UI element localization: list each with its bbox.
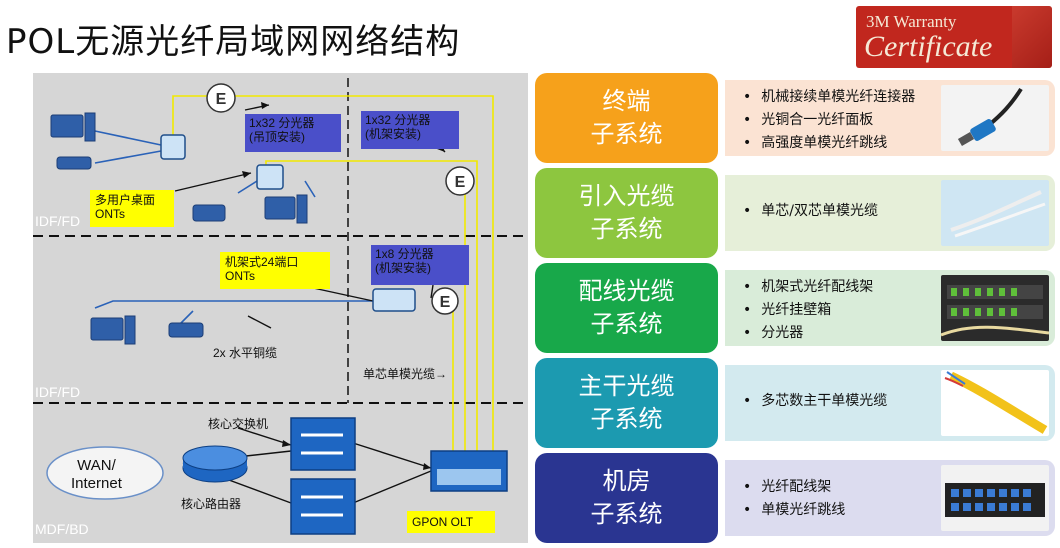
page-title: POL无源光纤局域网网络结构 (6, 22, 461, 62)
subsystem-title-line1: 配线光缆 (578, 277, 675, 305)
list-item: 光纤挂壁箱 (743, 299, 873, 322)
patch-panel-photo (941, 465, 1049, 531)
cable-photo (941, 180, 1049, 246)
item-list: 单芯/双芯单模光缆 (743, 200, 878, 223)
zone-label-mdf: MDF/BD (35, 521, 89, 537)
desk-onts-label: 多用户桌面 ONTs (90, 190, 174, 227)
subsystem-title-line2: 子系统 (590, 120, 663, 148)
wan-line2: Internet (71, 475, 122, 492)
network-diagram: E E E (33, 73, 528, 543)
subsystem-row-backbone: 主干光缆 子系统 多芯数主干单模光缆 (535, 358, 1055, 448)
subsystem-panel-equipment-room: 光纤配线架 单模光纤跳线 (725, 460, 1055, 536)
rack-onts-line1: 机架式24端口 (225, 255, 299, 269)
list-item: 机械接续单模光纤连接器 (743, 86, 915, 109)
subsystem-title-line1: 终端 (602, 87, 651, 115)
splitter-ceiling-label: 1x32 分光器 (吊顶安装) (245, 114, 341, 152)
splitter-rack-top-line2: (机架安装) (365, 127, 421, 141)
subsystem-title-equipment-room: 机房 子系统 (535, 453, 718, 543)
list-item: 机架式光纤配线架 (743, 276, 873, 299)
item-list: 机械接续单模光纤连接器 光铜合一光纤面板 高强度单模光纤跳线 (743, 86, 915, 155)
splitter-rack-top-label: 1x32 分光器 (机架安装) (361, 111, 459, 149)
single-fiber-label: 单芯单模光缆→ (363, 367, 448, 381)
subsystem-title-line2: 子系统 (590, 310, 663, 338)
core-router-label: 核心路由器 (181, 497, 242, 511)
subsystem-row-dropcable: 引入光缆 子系统 单芯/双芯单模光缆 (535, 168, 1055, 258)
list-item: 分光器 (743, 322, 873, 345)
subsystem-title-terminal: 终端 子系统 (535, 73, 718, 163)
subsystem-title-line2: 子系统 (590, 405, 663, 433)
connector-photo (941, 85, 1049, 151)
certificate-ribbon (1012, 6, 1052, 68)
copper-cable-label: 2x 水平铜缆 (213, 346, 278, 360)
subsystem-title-distribution: 配线光缆 子系统 (535, 263, 718, 353)
rack-onts-line2: ONTs (225, 269, 255, 283)
trunk-cable-photo (941, 370, 1049, 436)
item-list: 多芯数主干单模光缆 (743, 390, 887, 413)
rack-onts-label: 机架式24端口 ONTs (220, 252, 330, 289)
desk-onts-line1: 多用户桌面 (95, 193, 156, 207)
splitter-ceiling-line2: (吊顶安装) (249, 130, 305, 144)
cert-line-2: Certificate (864, 30, 993, 63)
rack-photo (941, 275, 1049, 341)
splitter-rack-mid-line1: 1x8 分光器 (375, 247, 434, 261)
wan-line1: WAN/ (77, 457, 116, 474)
subsystem-title-line1: 引入光缆 (578, 182, 675, 210)
svg-text:E: E (440, 294, 451, 311)
list-item: 光铜合一光纤面板 (743, 109, 915, 132)
svg-text:E: E (455, 174, 466, 191)
subsystem-panel-dropcable: 单芯/双芯单模光缆 (725, 175, 1055, 251)
list-item: 单芯/双芯单模光缆 (743, 200, 878, 223)
subsystem-title-line1: 主干光缆 (578, 372, 675, 400)
splitter-rack-mid-label: 1x8 分光器 (机架安装) (371, 245, 469, 285)
svg-text:E: E (216, 91, 227, 108)
list-item: 光纤配线架 (743, 476, 845, 499)
subsystem-title-line2: 子系统 (590, 215, 663, 243)
item-list: 机架式光纤配线架 光纤挂壁箱 分光器 (743, 276, 873, 345)
subsystem-row-terminal: 终端 子系统 机械接续单模光纤连接器 光铜合一光纤面板 高强度单模光纤跳线 (535, 73, 1055, 163)
diagram-lines: E E E (33, 78, 528, 535)
desk-onts-line2: ONTs (95, 207, 125, 221)
subsystem-row-equipment-room: 机房 子系统 光纤配线架 单模光纤跳线 (535, 453, 1055, 543)
subsystem-title-backbone: 主干光缆 子系统 (535, 358, 718, 448)
subsystem-panel-distribution: 机架式光纤配线架 光纤挂壁箱 分光器 (725, 270, 1055, 346)
zone-label-idf-2: IDF/FD (35, 384, 81, 400)
core-switch-label: 核心交换机 (208, 417, 269, 431)
list-item: 高强度单模光纤跳线 (743, 132, 915, 155)
item-list: 光纤配线架 单模光纤跳线 (743, 476, 845, 522)
subsystem-title-line1: 机房 (602, 467, 651, 495)
subsystem-panel-backbone: 多芯数主干单模光缆 (725, 365, 1055, 441)
gpon-olt-label: GPON OLT (407, 511, 495, 533)
cert-line-1: 3M Warranty (866, 12, 957, 31)
warranty-certificate-logo: 3M Warranty Certificate (856, 6, 1052, 68)
subsystem-title-line2: 子系统 (590, 500, 663, 528)
list-item: 单模光纤跳线 (743, 499, 845, 522)
splitter-rack-mid-line2: (机架安装) (375, 261, 431, 275)
splitter-rack-top-line1: 1x32 分光器 (365, 113, 431, 127)
subsystem-row-distribution: 配线光缆 子系统 机架式光纤配线架 光纤挂壁箱 分光器 (535, 263, 1055, 353)
list-item: 多芯数主干单模光缆 (743, 390, 887, 413)
splitter-ceiling-line1: 1x32 分光器 (249, 116, 315, 130)
wan-internet-label: WAN/ Internet (71, 457, 122, 493)
zone-label-idf-1: IDF/FD (35, 213, 81, 229)
subsystem-title-dropcable: 引入光缆 子系统 (535, 168, 718, 258)
subsystem-panel-terminal: 机械接续单模光纤连接器 光铜合一光纤面板 高强度单模光纤跳线 (725, 80, 1055, 156)
